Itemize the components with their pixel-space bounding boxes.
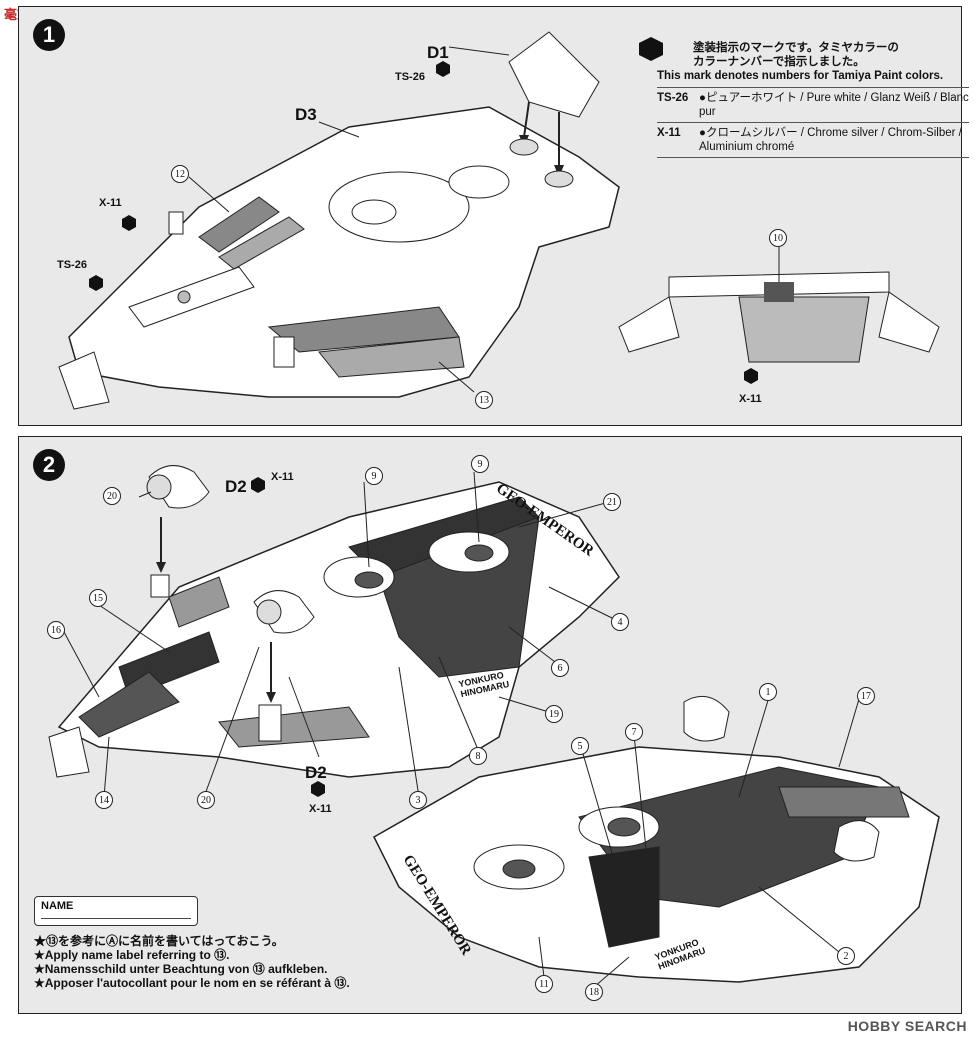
name-label-text: NAME: [41, 900, 74, 912]
legend-text: ●クロームシルバー / Chrome silver / Chrom-Silber…: [699, 127, 962, 153]
part-callout-18: 18: [585, 983, 603, 1001]
paint-ts26-left: TS-26: [57, 259, 87, 271]
part-callout-6: 6: [551, 659, 569, 677]
part-callout-9: 9: [365, 467, 383, 485]
part-callout-4: 4: [611, 613, 629, 631]
part-callout-5: 5: [571, 737, 589, 755]
part-callout-1: 1: [759, 683, 777, 701]
paint-x11-top: X-11: [271, 471, 294, 483]
part-callout-10: 10: [769, 229, 787, 247]
part-callout-13: 13: [475, 391, 493, 409]
legend-text: ●ピュアーホワイト / Pure white / Glanz Weiß / Bl…: [699, 92, 969, 118]
paint-x11-right: X-11: [739, 393, 762, 405]
part-callout-12: 12: [171, 165, 189, 183]
paint-x11-bottom: X-11: [309, 803, 332, 815]
legend-header-jp-1: 塗装指示のマークです。タミヤカラーの: [693, 42, 899, 54]
part-callout-2: 2: [837, 947, 855, 965]
step-1-illustration: [58, 31, 940, 410]
step-number-2: 2: [33, 449, 65, 481]
part-callout-14: 14: [95, 791, 113, 809]
legend-header-en: This mark denotes numbers for Tamiya Pai…: [657, 70, 944, 82]
label-d2-top: D2: [225, 477, 247, 496]
source-credit: HOBBY SEARCH: [847, 1018, 967, 1034]
name-label-box: NAME: [34, 896, 198, 926]
paint-ts26-top: TS-26: [395, 71, 425, 83]
label-d3: D3: [295, 105, 317, 124]
part-callout-7: 7: [625, 723, 643, 741]
part-callout-11: 11: [535, 975, 553, 993]
note-line: ★Namensschild unter Beachtung von ⑬ aufk…: [34, 962, 328, 976]
part-callout-17: 17: [857, 687, 875, 705]
legend-header-jp-2: カラーナンバーで指示しました。: [693, 56, 865, 68]
legend-row: TS-26 ●ピュアーホワイト / Pure white / Glanz Wei…: [657, 87, 969, 122]
note-line: ★Apposer l'autocollant pour le nom en se…: [34, 976, 350, 990]
part-callout-19: 19: [545, 705, 563, 723]
legend-code: X-11: [657, 127, 681, 139]
part-callout-20: 20: [103, 487, 121, 505]
paint-x11-left: X-11: [99, 197, 122, 209]
label-d1: D1: [427, 43, 449, 62]
step-number-1: 1: [33, 19, 65, 51]
legend-row: X-11 ●クロームシルバー / Chrome silver / Chrom-S…: [657, 122, 969, 158]
name-write-line: [41, 918, 191, 919]
note-line: ★⑬を参考にⒶに名前を書いてはっておこう。: [34, 934, 284, 948]
part-callout-21: 21: [603, 493, 621, 511]
paint-legend: 塗装指示のマークです。タミヤカラーの カラーナンバーで指示しました。 This …: [657, 41, 969, 158]
part-callout-8: 8: [469, 747, 487, 765]
legend-code: TS-26: [657, 92, 689, 104]
part-callout-15: 15: [89, 589, 107, 607]
note-line: ★Apply name label referring to ⑬.: [34, 948, 230, 962]
step-2-illustration: [48, 465, 940, 988]
label-d2-bottom: D2: [305, 763, 327, 782]
part-callout-16: 16: [47, 621, 65, 639]
part-callout-3: 3: [409, 791, 427, 809]
step-1-panel: 1 D1 TS-26 D3 X-11 TS-26 X-11 12 13 10 塗…: [18, 6, 969, 426]
part-callout-20: 20: [197, 791, 215, 809]
step-2-panel: 2 D2 X-11 D2 X-11 GEO-EMPEROR GEO-EMPERO…: [18, 436, 962, 1014]
part-callout-9: 9: [471, 455, 489, 473]
name-label-notes: ★⑬を参考にⒶに名前を書いてはっておこう。 ★Apply name label …: [34, 934, 350, 990]
